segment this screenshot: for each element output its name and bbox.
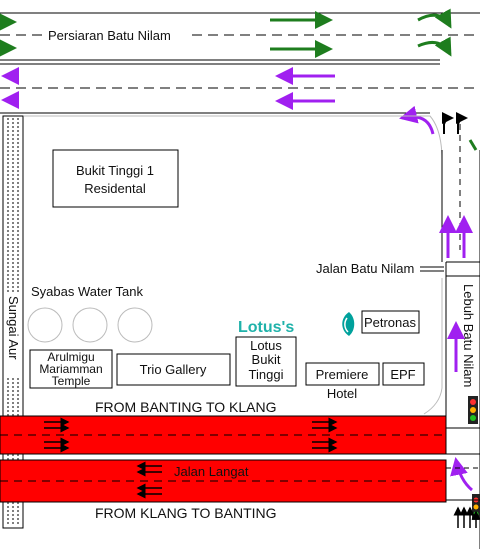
label-syabas-water-tank: Syabas Water Tank xyxy=(31,284,143,299)
arrow-green-curve-icon xyxy=(417,36,452,57)
water-tank-icon xyxy=(117,307,153,343)
building-petronas xyxy=(361,310,420,334)
building-epf xyxy=(382,362,425,386)
building-trio-gallery xyxy=(116,353,231,386)
label-epf: EPF xyxy=(390,367,415,382)
label-hotel: Hotel xyxy=(327,386,357,401)
black-turn-arrows xyxy=(441,112,478,151)
label-bg xyxy=(44,26,190,44)
building-temple xyxy=(29,349,113,389)
label-persiaran-batu-nilam: Persiaran Batu Nilam xyxy=(48,28,171,43)
label-jalan-batu-nilam: Jalan Batu Nilam xyxy=(316,261,414,276)
lane-arrows-up xyxy=(453,506,480,528)
purple-arrows-vertical xyxy=(439,215,473,492)
label-temple-line1: Arulmigu xyxy=(47,350,94,364)
arrow-black-turn-icon xyxy=(441,112,454,134)
traffic-light-icon xyxy=(468,396,478,424)
water-tank-icon xyxy=(27,307,63,343)
label-sungai-aur: Sungai Aur xyxy=(6,296,21,360)
label-bg xyxy=(5,292,21,378)
green-arrows xyxy=(0,8,452,58)
label-premiere: Premiere xyxy=(316,367,369,382)
label-bukit-tinggi-line1: Bukit Tinggi 1 xyxy=(76,163,154,178)
water-tanks xyxy=(27,307,153,343)
building-premiere-hotel xyxy=(305,362,380,386)
arrow-purple-curve-icon xyxy=(450,457,473,492)
arrow-green-curve-icon xyxy=(417,8,452,29)
label-from-banting-to-klang: FROM BANTING TO KLANG xyxy=(95,399,277,415)
label-trio-gallery: Trio Gallery xyxy=(140,362,207,377)
purple-arrows-top xyxy=(1,67,435,135)
road-jalan-langat xyxy=(0,415,480,503)
water-tank-icon xyxy=(72,307,108,343)
label-from-klang-to-banting: FROM KLANG TO BANTING xyxy=(95,505,277,521)
label-lebuh-batu-nilam: Lebuh Batu Nilam xyxy=(461,284,476,387)
arrow-black-turn-icon xyxy=(455,112,468,134)
building-bukit-tinggi xyxy=(52,149,179,208)
label-lotus-line1: Lotus xyxy=(250,338,282,353)
label-lotus-line2: Bukit xyxy=(252,352,281,367)
building-lotus xyxy=(235,336,297,387)
label-temple-line3: Temple xyxy=(52,374,91,388)
label-lotus-line3: Tinggi xyxy=(249,367,284,382)
petronas-logo-icon xyxy=(342,312,355,336)
lane-arrows-westbound xyxy=(136,461,162,499)
lane-arrows-eastbound xyxy=(44,417,338,453)
label-bukit-tinggi-line2: Residental xyxy=(84,181,146,196)
label-temple-line2: Mariamman xyxy=(39,362,102,376)
label-petronas: Petronas xyxy=(364,315,417,330)
lotus-logo: Lotus's xyxy=(238,319,294,336)
arrow-green-right-icon xyxy=(468,139,478,151)
arrow-purple-uturn-icon xyxy=(399,105,435,135)
label-jalan-langat: Jalan Langat xyxy=(174,464,249,479)
